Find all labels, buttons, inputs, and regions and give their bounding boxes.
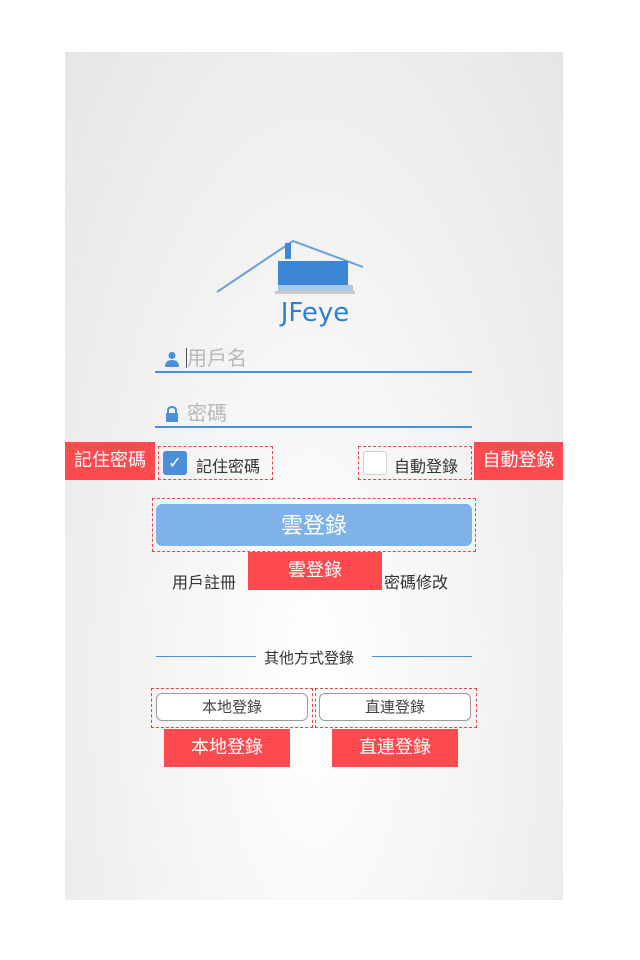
username-input[interactable] xyxy=(187,345,457,371)
auto-login-label: 自動登錄 xyxy=(394,457,459,476)
annotation-local-login: 本地登錄 xyxy=(164,729,290,767)
password-input[interactable] xyxy=(187,400,457,426)
divider-right xyxy=(372,656,472,657)
direct-login-highlight xyxy=(315,688,477,728)
lock-icon xyxy=(166,406,178,422)
username-field[interactable] xyxy=(155,345,472,373)
user-icon xyxy=(165,352,179,367)
house-logo-icon xyxy=(216,239,364,294)
annotation-remember-password: 記住密碼 xyxy=(65,442,155,480)
other-methods-heading: 其他方式登錄 xyxy=(264,649,355,667)
remember-password-highlight xyxy=(158,446,273,480)
annotation-auto-login: 自動登錄 xyxy=(474,442,563,480)
local-login-highlight xyxy=(151,688,313,728)
text-cursor xyxy=(186,348,187,368)
password-field[interactable] xyxy=(155,400,472,428)
auto-login-highlight xyxy=(358,446,472,480)
auto-login-checkbox[interactable] xyxy=(363,451,387,475)
change-password-link[interactable]: 密碼修改 xyxy=(384,573,449,592)
cloud-login-button[interactable]: 雲登錄 xyxy=(156,504,472,546)
register-link[interactable]: 用戶註冊 xyxy=(172,573,237,592)
app-brand-name: JFeye xyxy=(280,298,350,328)
cloud-login-highlight xyxy=(152,498,476,552)
divider-left xyxy=(156,656,256,657)
local-login-button[interactable]: 本地登錄 xyxy=(156,693,308,721)
direct-login-button[interactable]: 直連登錄 xyxy=(319,693,471,721)
remember-password-checkbox[interactable]: ✓ xyxy=(163,451,187,475)
annotation-cloud-login: 雲登錄 xyxy=(248,552,382,590)
checkmark-icon: ✓ xyxy=(168,453,182,472)
annotation-direct-login: 直連登錄 xyxy=(332,729,458,767)
remember-password-label: 記住密碼 xyxy=(196,457,261,476)
